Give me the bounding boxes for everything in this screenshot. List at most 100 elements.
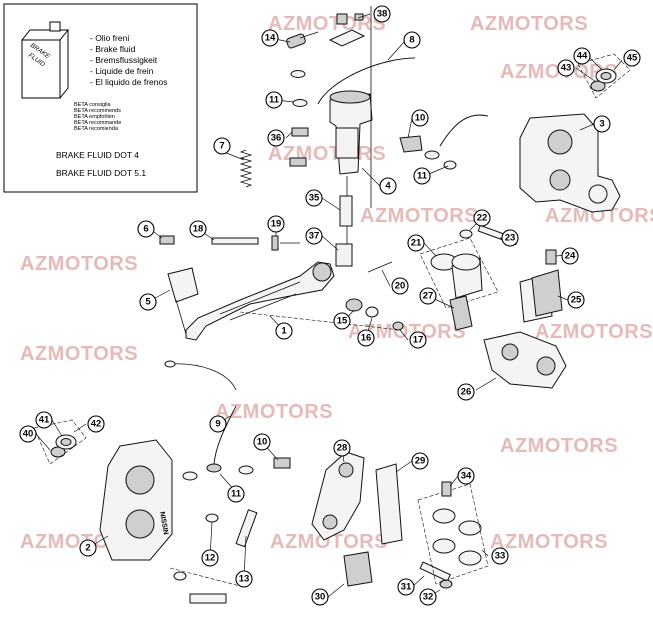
callout: 12 <box>201 549 219 567</box>
watermark: AZMOTORS <box>470 13 588 35</box>
watermark: AZMOTORS <box>360 205 478 227</box>
banjo-bolt-part <box>273 457 291 469</box>
fluid-name: - El liquido de frenos <box>90 77 168 87</box>
dot51-label: BRAKE FLUID DOT 5.1 <box>56 168 146 178</box>
callout: 29 <box>411 452 429 470</box>
watermark: AZMOTORS <box>348 321 466 343</box>
callout: 10 <box>411 109 429 127</box>
callout: 1 <box>275 322 293 340</box>
callout: 2 <box>79 539 97 557</box>
svg-text:22: 22 <box>477 213 488 224</box>
callout: 37 <box>305 227 323 245</box>
svg-text:11: 11 <box>269 95 280 106</box>
callout: 8 <box>403 31 421 49</box>
front-caliper-part: NISSIN <box>99 439 173 561</box>
svg-text:25: 25 <box>571 295 582 306</box>
svg-text:5: 5 <box>145 297 151 308</box>
bleeder-part <box>545 249 557 265</box>
callout: 24 <box>561 247 579 265</box>
beta-note-list: BETA consiglia BETA recommends BETA empf… <box>74 102 121 132</box>
beta-note: BETA empfohlen <box>74 114 115 120</box>
watermark: AZMOTORS <box>500 435 618 457</box>
svg-text:2: 2 <box>85 543 90 554</box>
svg-text:36: 36 <box>271 133 282 144</box>
callout: 32 <box>419 588 437 606</box>
callout: 11 <box>413 167 431 185</box>
callout: 17 <box>409 331 427 349</box>
caliper-bolt-part <box>189 593 227 604</box>
callout: 7 <box>213 137 231 155</box>
caliper-piston-kit-part <box>590 68 617 92</box>
callout: 30 <box>311 588 329 606</box>
svg-text:21: 21 <box>411 238 422 249</box>
callout: 43 <box>557 59 575 77</box>
nut-part <box>392 321 404 331</box>
svg-text:6: 6 <box>143 224 148 235</box>
svg-text:40: 40 <box>23 429 34 440</box>
svg-text:37: 37 <box>309 231 320 242</box>
svg-text:13: 13 <box>239 574 250 585</box>
washer-part <box>164 360 176 368</box>
svg-text:3: 3 <box>599 119 604 130</box>
svg-text:11: 11 <box>231 489 242 500</box>
push-rod-part <box>339 195 353 227</box>
washer-part <box>173 571 187 581</box>
svg-text:42: 42 <box>91 419 102 430</box>
callout: 13 <box>235 570 253 588</box>
watermark: AZMOTORS <box>270 531 388 553</box>
svg-text:26: 26 <box>461 387 472 398</box>
watermark: AZMOTORS <box>215 401 333 423</box>
callout: 31 <box>397 578 415 596</box>
washer-part <box>205 513 219 523</box>
pad-pin-part <box>419 561 451 582</box>
svg-text:4: 4 <box>385 181 391 192</box>
callout: 21 <box>407 234 425 252</box>
svg-text:34: 34 <box>461 471 472 482</box>
svg-text:20: 20 <box>395 281 406 292</box>
beta-note: BETA recommande <box>74 120 121 126</box>
rear-caliper-group <box>399 53 631 389</box>
svg-text:41: 41 <box>39 415 50 426</box>
rear-caliper-part <box>519 113 621 213</box>
svg-text:38: 38 <box>377 9 388 20</box>
svg-text:11: 11 <box>417 171 428 182</box>
callout: 38 <box>373 5 391 23</box>
beta-note: BETA consiglia <box>74 102 112 108</box>
callout: 20 <box>391 277 409 295</box>
svg-text:14: 14 <box>265 33 276 44</box>
callout: 19 <box>267 215 285 233</box>
pad-spring-part <box>449 295 473 331</box>
svg-text:17: 17 <box>413 335 424 346</box>
washer-part <box>182 471 198 481</box>
svg-text:33: 33 <box>495 551 506 562</box>
pedal-tip-part <box>167 267 199 335</box>
front-bracket-part <box>311 451 365 541</box>
callout: 9 <box>209 415 227 433</box>
callout: 44 <box>573 47 591 65</box>
svg-text:45: 45 <box>627 53 638 64</box>
cap-part <box>459 229 473 239</box>
svg-text:10: 10 <box>257 437 268 448</box>
fluid-name: - Olio freni <box>90 33 129 43</box>
callout: 34 <box>457 467 475 485</box>
washer-part <box>238 465 254 475</box>
callout: 27 <box>419 287 437 305</box>
svg-text:44: 44 <box>577 51 588 62</box>
callout-layer: 1 2 3 4 5 6 7 8 9 10 10 11 11 11 12 13 1… <box>19 5 641 606</box>
callout: 45 <box>623 49 641 67</box>
svg-text:1: 1 <box>281 326 287 337</box>
watermark: AZMOTORS <box>20 253 138 275</box>
rear-master-cylinder-group <box>159 6 416 391</box>
svg-text:29: 29 <box>415 456 426 467</box>
return-spring-part <box>239 149 253 188</box>
banjo-part <box>206 463 222 473</box>
caliper-bolt-part <box>235 509 258 548</box>
bushing-part <box>345 298 363 312</box>
front-brake-group: NISSIN <box>33 405 489 604</box>
svg-text:35: 35 <box>309 193 320 204</box>
callout: 28 <box>333 439 351 457</box>
caliper-bracket-part <box>483 331 567 389</box>
dot4-label: BRAKE FLUID DOT 4 <box>56 150 139 160</box>
pad-spring-part <box>343 551 373 587</box>
svg-text:7: 7 <box>219 141 224 152</box>
